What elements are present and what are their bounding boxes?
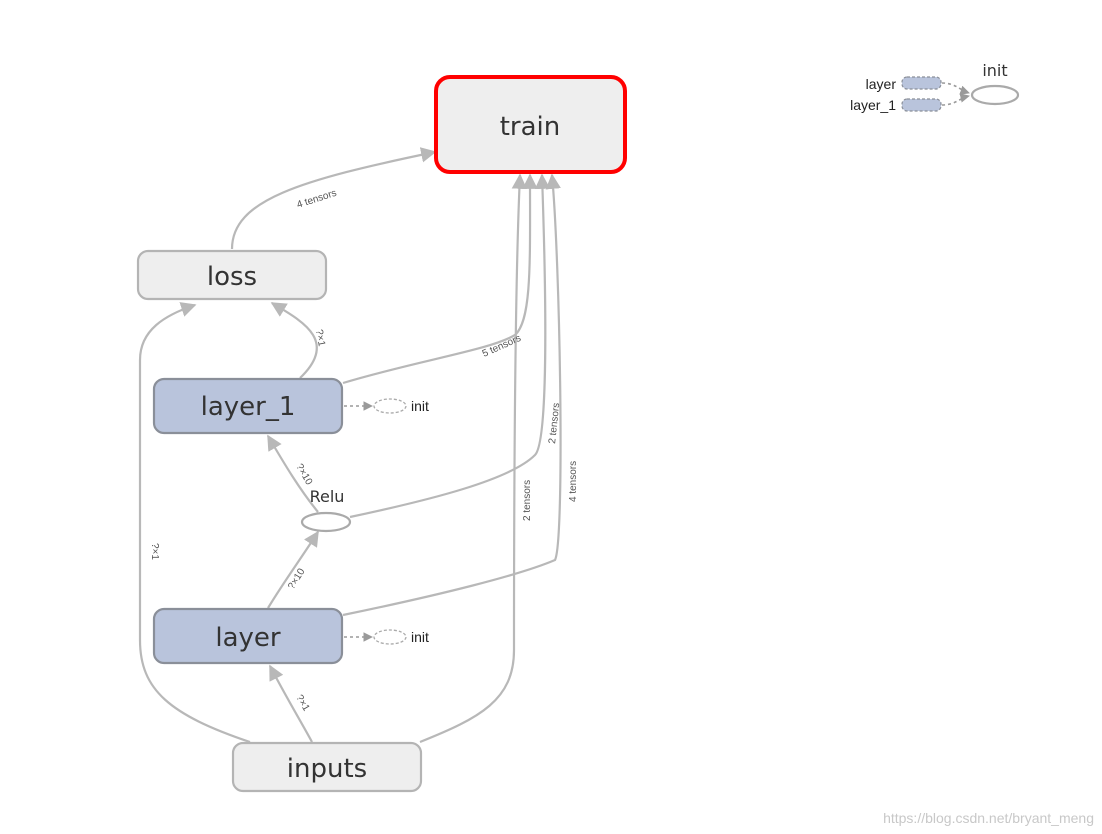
node-loss[interactable]: loss [136,249,328,301]
side-init-group: layer layer_1 init [850,61,1020,113]
node-inputs[interactable]: inputs [231,741,423,793]
edge-inputs-to-layer[interactable] [269,664,313,743]
edges [138,147,562,744]
node-layer-init-label: init [411,629,429,645]
node-layer-1[interactable]: layer_1 [152,377,344,435]
edge-label-inputs-to-train: 2 tensors [522,480,533,521]
node-layer-1-init-label: init [411,398,429,414]
edge-layer-1-to-loss[interactable] [270,302,318,379]
node-train-label: train [500,112,561,142]
edge-loss-to-train[interactable] [230,147,437,250]
edge-legend-layer-1-to-init[interactable] [941,93,970,106]
legend-item-layer-box[interactable] [901,76,942,90]
legend-item-layer-label: layer [866,76,897,92]
edge-label-relu-to-train: 2 tensors [547,402,562,444]
edge-label-layer-to-train: 4 tensors [568,461,579,502]
node-inputs-label: inputs [287,754,367,784]
edge-label-inputs-to-layer: ?×1 [293,693,311,714]
edge-label-layer-to-relu: ?×10 [286,566,307,591]
edge-layer-to-relu[interactable] [267,530,319,609]
edge-inputs-to-loss[interactable] [138,302,251,744]
edge-inputs-to-train[interactable] [419,173,528,744]
edge-layer-to-train[interactable] [342,173,562,617]
node-layer-label: layer [215,623,281,653]
edge-relu-to-train[interactable] [349,173,551,519]
edge-label-layer-1-to-loss: ?×1 [313,329,327,348]
node-relu-label: Relu [310,487,345,506]
edge-legend-layer-to-init[interactable] [941,82,970,95]
node-layer-1-init[interactable]: init [373,398,429,414]
watermark: https://blog.csdn.net/bryant_meng [883,810,1094,826]
edge-label-loss-to-train: 4 tensors [296,188,339,211]
legend-init-node[interactable] [970,84,1020,106]
legend-init-label: init [982,61,1007,80]
edge-label-inputs-to-loss: ?×1 [149,543,160,560]
legend-item-layer-1-box[interactable] [901,98,942,112]
node-layer-init[interactable]: init [373,629,429,645]
init-edges [344,82,970,642]
node-loss-label: loss [207,262,257,292]
node-layer[interactable]: layer [152,607,344,665]
legend-item-layer-1-label: layer_1 [850,97,896,113]
node-relu[interactable]: Relu [300,487,352,533]
edge-relu-to-layer-1[interactable] [267,434,319,513]
node-train[interactable]: train [434,75,627,174]
node-layer-1-label: layer_1 [201,392,296,422]
